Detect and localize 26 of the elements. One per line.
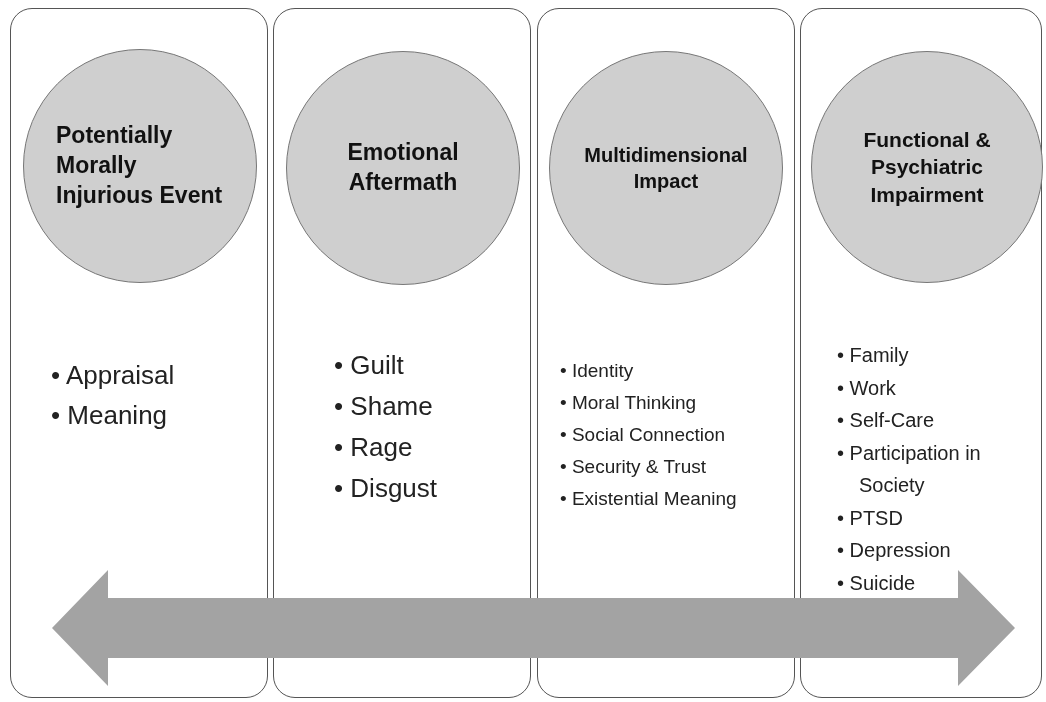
bullet-item: • Moral Thinking — [560, 391, 698, 415]
stage-circle: Multidimensional Impact — [549, 51, 783, 285]
stage-circle: Emotional Aftermath — [286, 51, 520, 285]
bullet-item: • Family — [837, 343, 910, 368]
bullet-item: • Disgust — [334, 472, 439, 505]
bullet-item: • Existential Meaning — [560, 487, 738, 511]
bullet-item: • Security & Trust — [560, 455, 708, 479]
bullet-item: • Depression — [837, 538, 952, 563]
stage-panel — [10, 8, 268, 698]
stage-circle: Functional & Psychiatric Impairment — [811, 51, 1043, 283]
bullet-item: • Rage — [334, 431, 414, 464]
stage-panel — [537, 8, 795, 698]
stage-panel — [273, 8, 531, 698]
bullet-item: • Participation in Society — [837, 440, 982, 498]
bullet-item: • Work — [837, 375, 897, 401]
stage-panel — [800, 8, 1042, 698]
bullet-item: • Suicide — [837, 570, 917, 596]
bullet-item: • Appraisal — [51, 359, 176, 392]
stage-circle: Potentially Morally Injurious Event — [23, 49, 257, 283]
bullet-item: • Shame — [334, 390, 434, 423]
bullet-item: • Identity — [560, 359, 635, 383]
bullet-item: • PTSD — [837, 505, 904, 531]
bullet-item: • Self-Care — [837, 408, 936, 433]
bullet-item: • Meaning — [51, 399, 169, 432]
bullet-item: • Social Connection — [560, 423, 727, 447]
bullet-item: • Guilt — [334, 349, 405, 382]
